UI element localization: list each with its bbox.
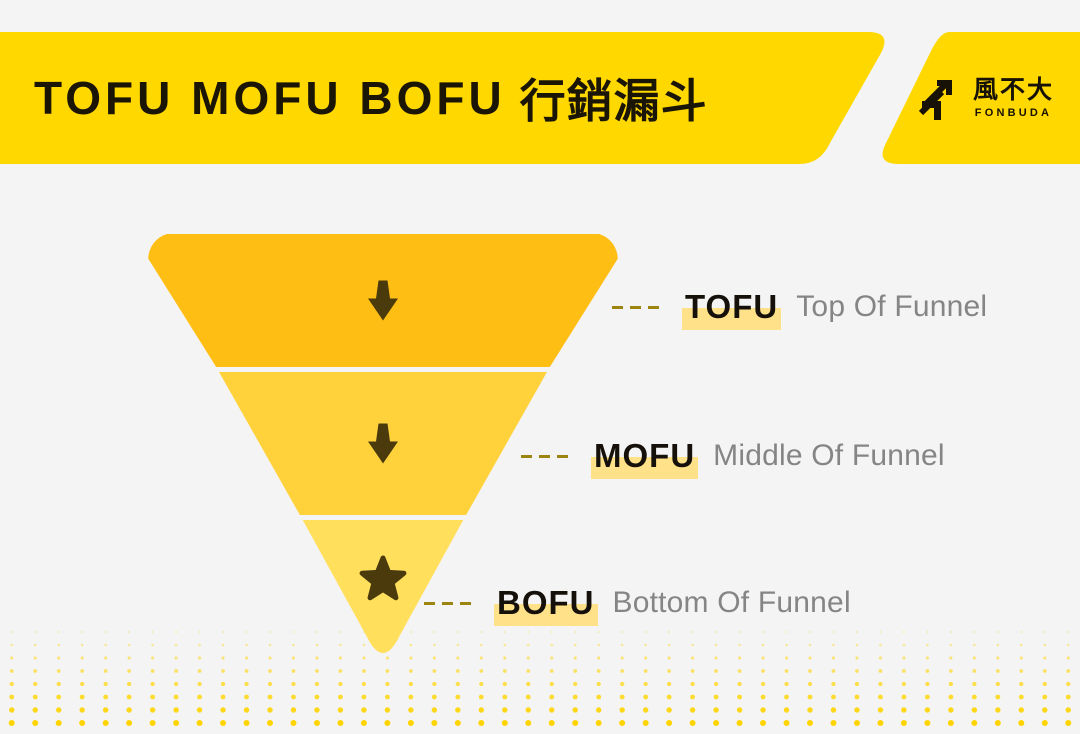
- funnel-label-mofu: MOFU Middle Of Funnel: [521, 437, 945, 479]
- funnel-abbr-bofu: BOFU: [494, 584, 598, 626]
- down-arrow-icon: [368, 280, 398, 321]
- brand-name-roman: FONBUDA: [974, 106, 1053, 119]
- brand-logo: 風不大 FONBUDA: [915, 32, 1054, 164]
- highlight-band-tofu: [682, 308, 782, 330]
- down-arrow-icon: [368, 423, 398, 464]
- page-title-latin: TOFU MOFU BOFU: [34, 72, 506, 124]
- header-banner: TOFU MOFU BOFU 行銷漏斗 風不大 FONBUDA: [0, 32, 1080, 164]
- highlight-band-mofu: [591, 457, 699, 479]
- star-icon: [359, 555, 407, 601]
- page-title-cjk: 行銷漏斗: [519, 75, 708, 127]
- connector-dash-tofu: [612, 305, 666, 309]
- header-banner-shapes: [0, 32, 1080, 164]
- funnel-label-tofu: TOFU Top Of Funnel: [612, 288, 988, 330]
- page-title: TOFU MOFU BOFU 行銷漏斗: [34, 32, 708, 164]
- funnel-desc-bofu: Bottom Of Funnel: [612, 586, 851, 619]
- funnel-desc-mofu: Middle Of Funnel: [713, 439, 945, 472]
- funnel-label-bofu: BOFU Bottom Of Funnel: [424, 584, 851, 626]
- brand-name-cjk: 風不大: [973, 76, 1055, 105]
- brand-logo-text: 風不大 FONBUDA: [973, 76, 1055, 119]
- funnel-abbr-mofu: MOFU: [591, 437, 699, 479]
- dot-pattern-background: [8, 631, 1072, 726]
- funnel-desc-tofu: Top Of Funnel: [796, 290, 988, 323]
- arrow-up-right-icon: [918, 80, 952, 120]
- connector-dash-mofu: [521, 454, 575, 458]
- funnel-abbr-tofu: TOFU: [682, 288, 782, 330]
- funnel-diagram: [148, 234, 618, 654]
- connector-dash-bofu: [424, 601, 478, 605]
- highlight-band-bofu: [494, 604, 598, 626]
